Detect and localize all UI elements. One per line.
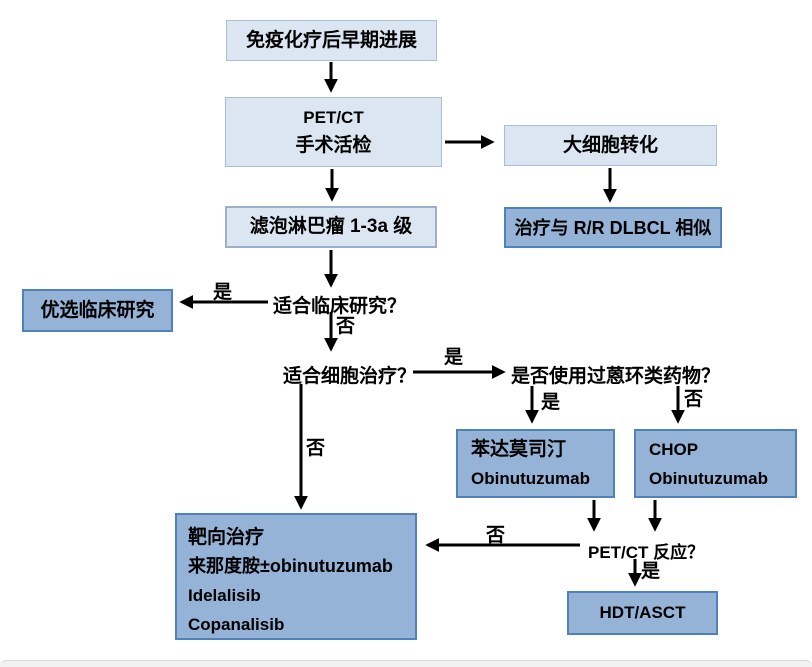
edge-label-anthracycline-yes: 是	[541, 392, 561, 413]
edge-label-trial-yes: 是	[213, 282, 233, 303]
flow-node-early-progression: 免疫化疗后早期进展	[226, 20, 437, 61]
flow-node-rr-dlbcl: 治疗与 R/R DLBCL 相似	[504, 207, 722, 248]
edge-label-cell-yes: 是	[444, 347, 464, 368]
node-label: 优选临床研究	[40, 299, 155, 321]
node-line: Copanalisib	[188, 615, 285, 634]
edge-label-trial-no: 否	[336, 316, 356, 337]
node-line: Obinutuzumab	[471, 468, 590, 488]
node-label: 免疫化疗后早期进展	[245, 29, 417, 51]
edge-label-response-no: 否	[486, 525, 506, 546]
decision-clinical-trial: 适合临床研究？	[273, 296, 407, 317]
flow-node-chop: CHOP Obinutuzumab	[634, 429, 797, 498]
node-line: 靶向治疗	[188, 527, 265, 548]
bottom-window-edge	[0, 660, 812, 667]
node-line: 来那度胺±obinutuzumab	[188, 556, 393, 576]
node-label: 治疗与 R/R DLBCL 相似	[514, 217, 712, 238]
node-line: 手术活检	[295, 135, 372, 156]
flow-node-targeted-therapy: 靶向治疗 来那度胺±obinutuzumab Idelalisib Copana…	[175, 513, 417, 640]
node-line: PET/CT	[303, 108, 364, 127]
node-line: Obinutuzumab	[649, 468, 768, 488]
flow-node-preferred-trial: 优选临床研究	[22, 289, 173, 332]
flow-node-large-cell-transformation: 大细胞转化	[504, 125, 717, 166]
decision-petct-response: PET/CT 反应？	[588, 543, 705, 562]
flow-node-bendamustine: 苯达莫司汀 Obinutuzumab	[456, 429, 615, 498]
flow-node-petct-biopsy: PET/CT 手术活检	[225, 97, 442, 167]
node-label: 滤泡淋巴瘤 1-3a 级	[249, 216, 413, 237]
flow-node-hdt-asct: HDT/ASCT	[567, 591, 718, 635]
node-line: CHOP	[649, 439, 699, 459]
edge-label-response-yes: 是	[641, 561, 661, 582]
edge-label-cell-no: 否	[306, 438, 326, 459]
decision-anthracycline: 是否使用过蒽环类药物？	[511, 366, 721, 387]
node-line: 苯达莫司汀	[471, 438, 567, 460]
decision-cell-therapy: 适合细胞治疗？	[283, 366, 417, 387]
edge-label-anthracycline-no: 否	[684, 389, 704, 410]
node-label: HDT/ASCT	[599, 603, 686, 622]
node-line: Idelalisib	[188, 586, 261, 605]
node-label: 大细胞转化	[562, 134, 658, 156]
flow-node-fl-grade: 滤泡淋巴瘤 1-3a 级	[225, 206, 437, 248]
